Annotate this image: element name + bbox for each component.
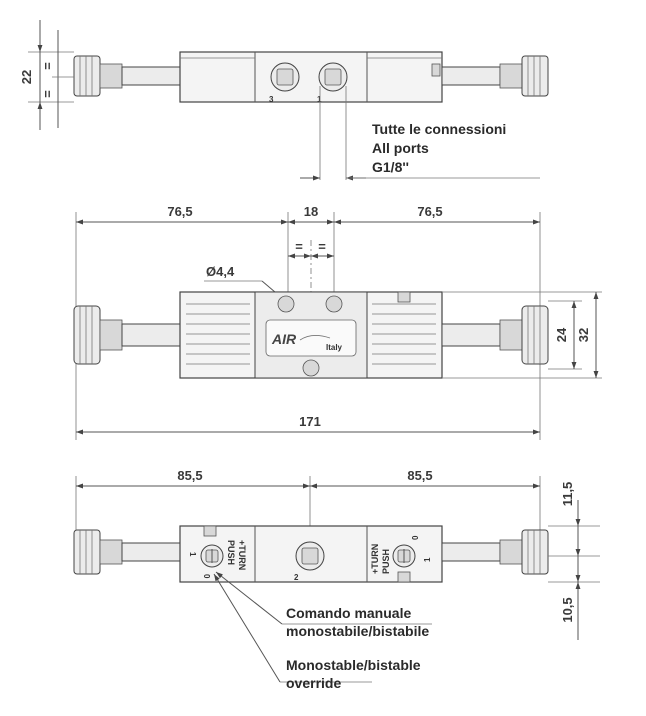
right-turn-label: +TURN bbox=[370, 544, 380, 574]
top-port-1 bbox=[318, 62, 348, 92]
mount-hole-1 bbox=[277, 295, 295, 313]
dim-22: 22 bbox=[19, 70, 34, 84]
left-push-label: PUSH bbox=[226, 540, 236, 565]
brand-sub: Italy bbox=[326, 343, 343, 352]
brand-logo: AIR bbox=[271, 331, 297, 347]
dim-center-18: 18 bbox=[304, 204, 318, 219]
top-right-connector bbox=[441, 55, 549, 97]
port-1-label: 1 bbox=[317, 95, 322, 104]
mid-left-connector bbox=[73, 305, 181, 365]
dim-bottom-left-85-5: 85,5 bbox=[177, 468, 202, 483]
ports-note-thread: G1/8'' bbox=[372, 159, 409, 175]
right-coil-fins bbox=[372, 303, 436, 365]
ports-note-en: All ports bbox=[372, 140, 429, 156]
dim-24: 24 bbox=[554, 327, 569, 342]
ports-note-it: Tutte le connessioni bbox=[372, 121, 506, 137]
middle-view: 76,5 18 76,5 = = Ø4,4 bbox=[73, 204, 602, 440]
right-push-label: PUSH bbox=[381, 549, 391, 574]
mount-hole-2 bbox=[325, 295, 343, 313]
port-2-label: 2 bbox=[294, 573, 299, 582]
mount-hole-3 bbox=[302, 359, 320, 377]
bot-right-connector bbox=[441, 529, 549, 575]
override-note-en-1: Monostable/bistable bbox=[286, 657, 421, 673]
right-manual-override-icon[interactable] bbox=[392, 544, 416, 568]
override-note-it-2: monostabile/bistabile bbox=[286, 623, 429, 639]
left-turn-label: +TURN bbox=[237, 540, 247, 570]
left-coil-fins bbox=[186, 303, 250, 365]
hole-diameter: Ø4,4 bbox=[206, 264, 235, 279]
dim-11-5: 11,5 bbox=[560, 482, 575, 507]
dim-32: 32 bbox=[576, 328, 591, 342]
top-view: 3 1 22 = = Tutte le connessioni All port… bbox=[19, 20, 549, 181]
top-left-connector bbox=[73, 55, 181, 97]
override-note-en-2: override bbox=[286, 675, 341, 691]
dim-total-171: 171 bbox=[299, 414, 321, 429]
eq-a: = bbox=[40, 62, 55, 70]
left-pos-0: 0 bbox=[202, 574, 211, 579]
override-note-it-1: Comando manuale bbox=[286, 605, 411, 621]
dim-right-76-5: 76,5 bbox=[417, 204, 442, 219]
dim-bottom-right-85-5: 85,5 bbox=[407, 468, 432, 483]
left-manual-override-icon[interactable] bbox=[200, 544, 224, 568]
top-port-3 bbox=[270, 62, 300, 92]
bottom-view: 85,5 85,5 1 0 PUSH +TURN bbox=[73, 468, 600, 691]
eq-b: = bbox=[40, 90, 55, 98]
mid-right-connector bbox=[441, 305, 549, 365]
brand-plate bbox=[265, 319, 357, 357]
bottom-port-2 bbox=[295, 541, 325, 571]
mid-eq-a: = bbox=[295, 239, 303, 254]
right-pos-1: 1 bbox=[423, 557, 432, 562]
top-valve-body bbox=[179, 51, 443, 103]
dim-left-76-5: 76,5 bbox=[167, 204, 192, 219]
dim-10-5: 10,5 bbox=[560, 597, 575, 622]
bot-left-connector bbox=[73, 529, 181, 575]
left-pos-1: 1 bbox=[188, 552, 197, 557]
right-pos-0: 0 bbox=[411, 535, 420, 540]
port-3-label: 3 bbox=[269, 95, 274, 104]
mid-eq-b: = bbox=[318, 239, 326, 254]
